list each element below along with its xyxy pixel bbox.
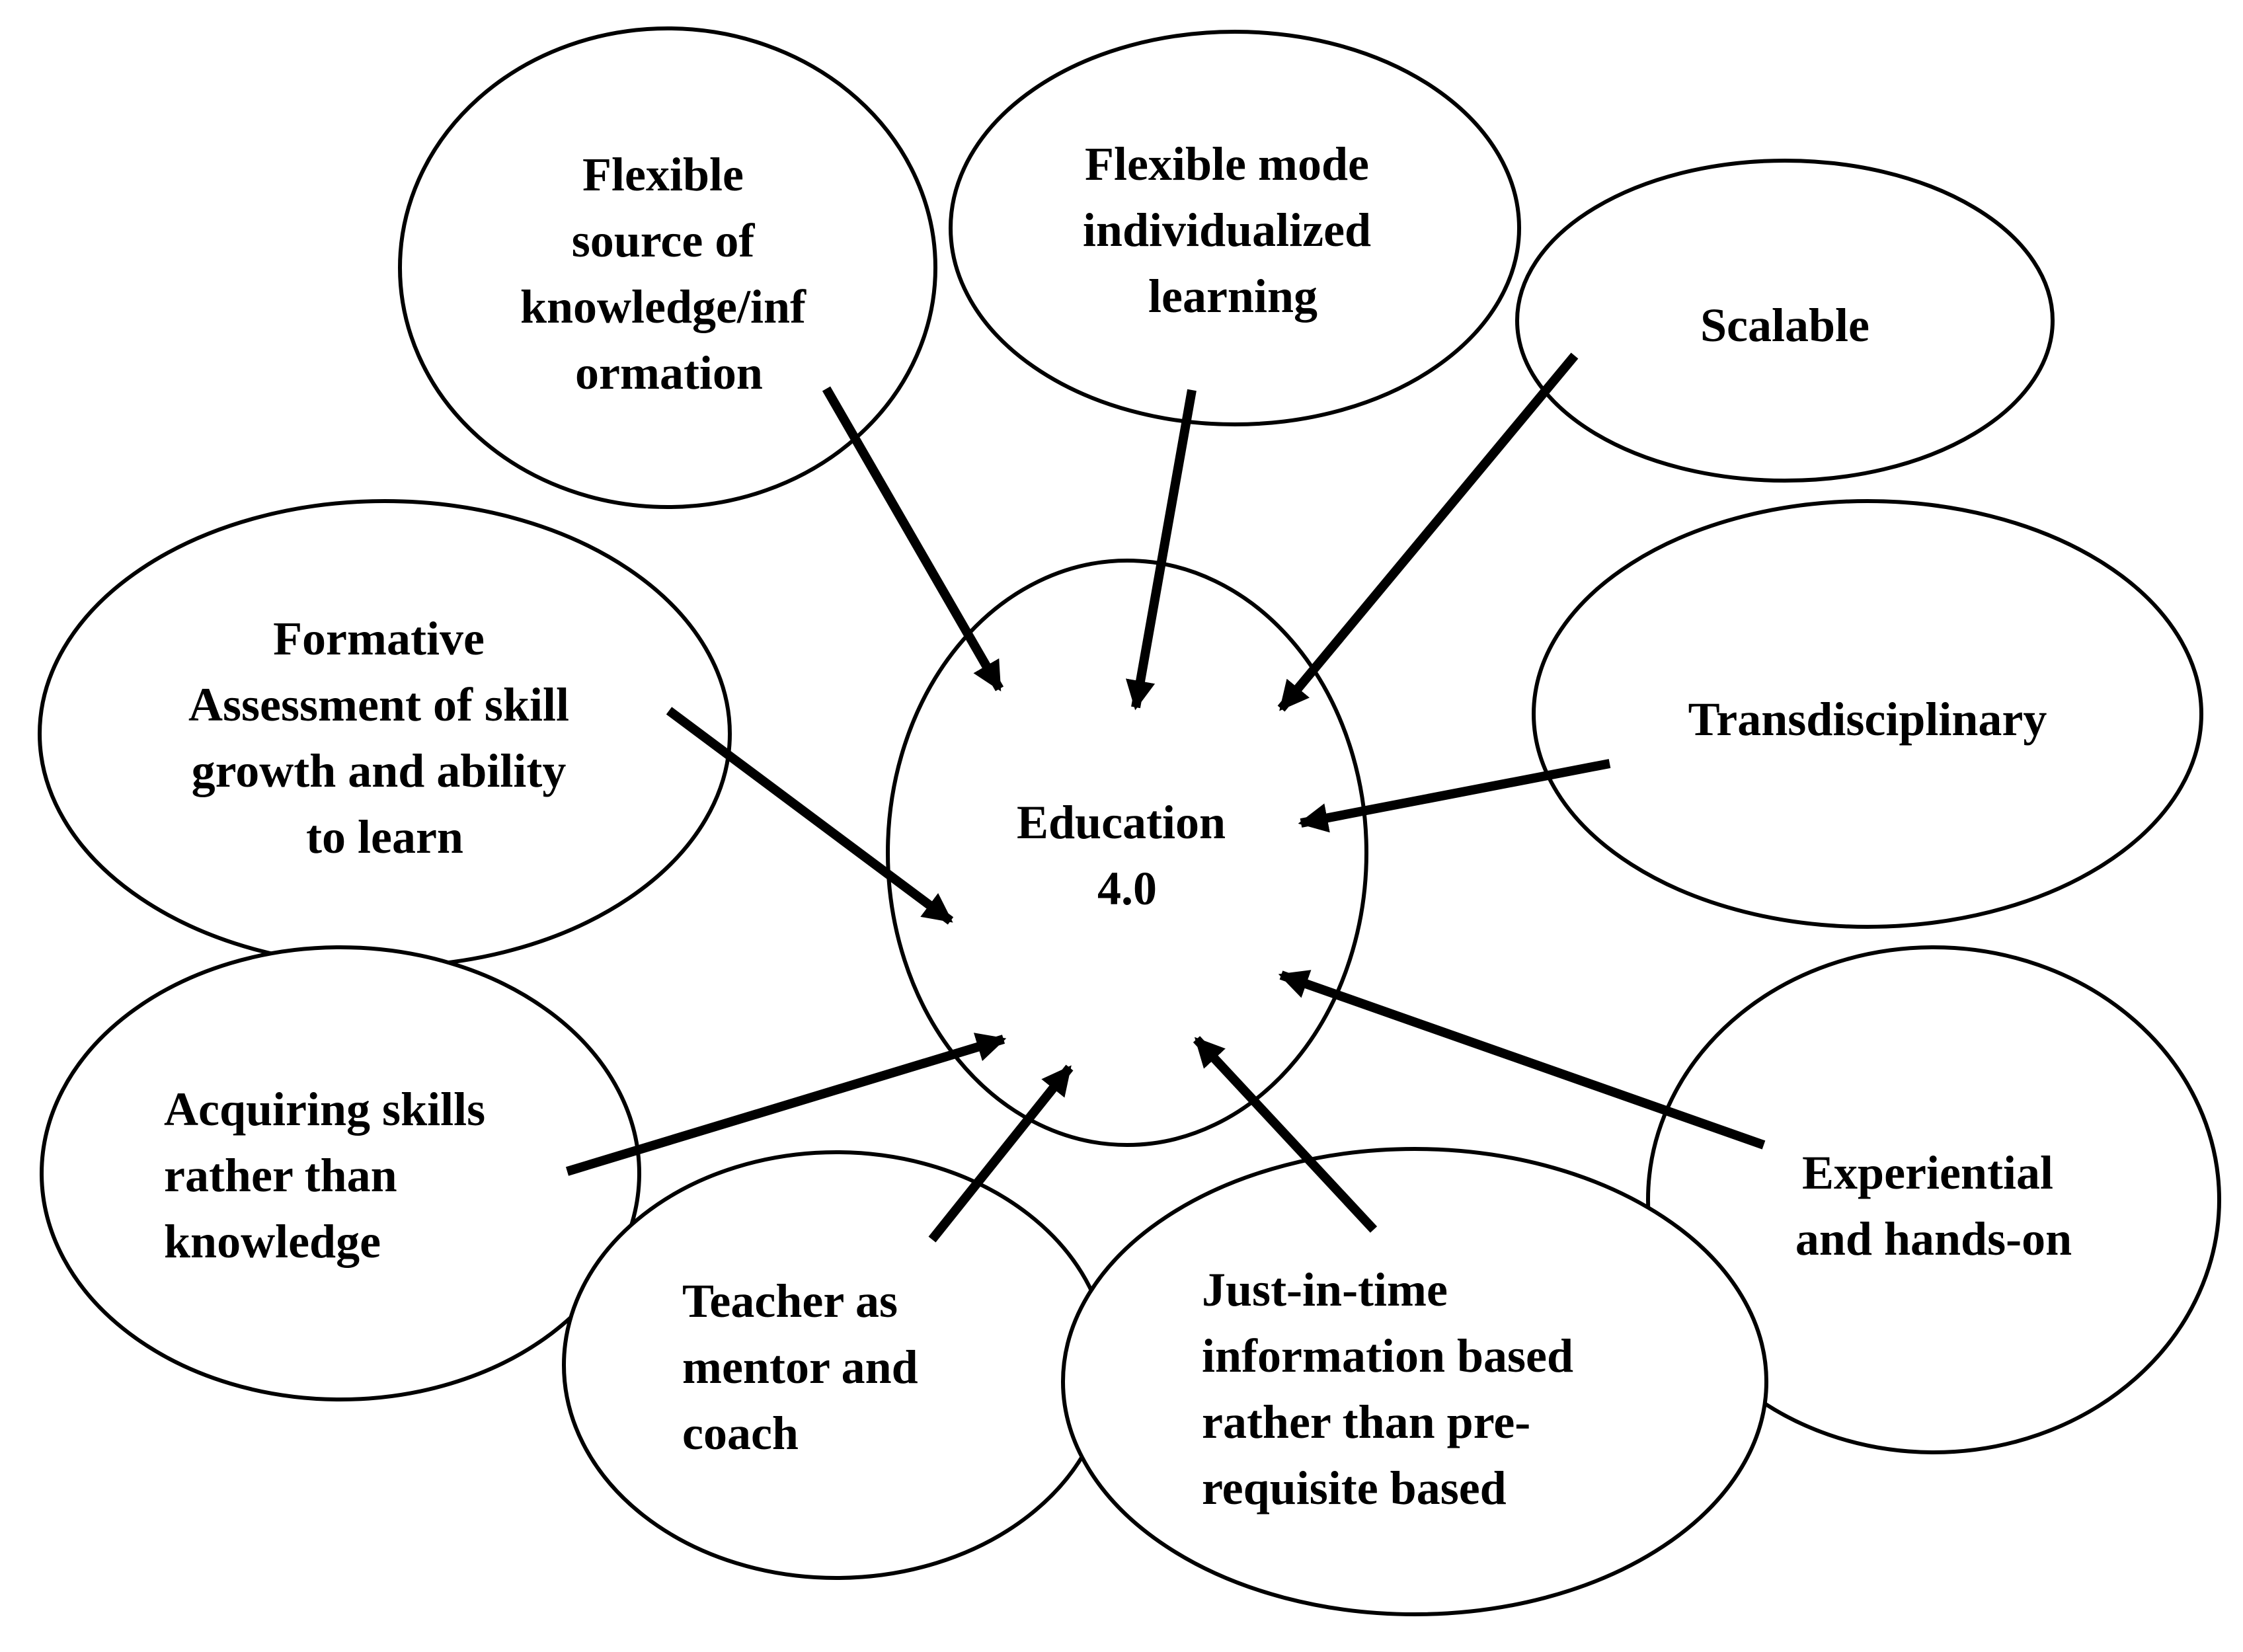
node-scalable bbox=[1515, 159, 2055, 483]
arrow-flexible-source bbox=[822, 386, 1004, 691]
label-acquiring-skills: Acquiring skills rather than knowledge bbox=[164, 1083, 497, 1268]
node-acquiring-skills bbox=[40, 945, 641, 1401]
label-formative-assessment: Formative Assessment of skill growth and… bbox=[188, 612, 581, 863]
node-flexible-source bbox=[398, 26, 937, 509]
arrow-scalable bbox=[1277, 352, 1579, 712]
arrow-formative-assessment bbox=[666, 707, 954, 925]
label-flexible-source: Flexible source of knowledge/inf ormatio… bbox=[520, 148, 818, 399]
node-experiential bbox=[1646, 945, 2221, 1454]
arrow-acquiring-skills bbox=[565, 1033, 1007, 1176]
label-just-in-time: Just-in-time information based rather th… bbox=[1202, 1263, 1585, 1514]
node-center bbox=[886, 559, 1368, 1147]
node-transdisciplinary bbox=[1532, 499, 2203, 929]
node-formative-assessment bbox=[38, 499, 732, 968]
label-experiential: Experiential and hands-on bbox=[1795, 1146, 2072, 1265]
arrow-flexible-mode bbox=[1125, 389, 1197, 711]
arrow-teacher-mentor bbox=[928, 1064, 1074, 1243]
label-scalable: Scalable bbox=[1700, 299, 1869, 352]
node-just-in-time bbox=[1061, 1147, 1768, 1616]
label-flexible-mode: Flexible mode individualized learning bbox=[1083, 138, 1383, 323]
node-flexible-mode bbox=[949, 30, 1521, 426]
arrow-just-in-time bbox=[1193, 1036, 1378, 1233]
arrow-experiential bbox=[1278, 970, 1766, 1150]
label-transdisciplinary: Transdisciplinary bbox=[1688, 693, 2047, 746]
arrow-transdisciplinary bbox=[1298, 759, 1611, 833]
center-label: Education 4.0 bbox=[1017, 796, 1238, 915]
label-teacher-mentor: Teacher as mentor and coach bbox=[682, 1275, 930, 1460]
